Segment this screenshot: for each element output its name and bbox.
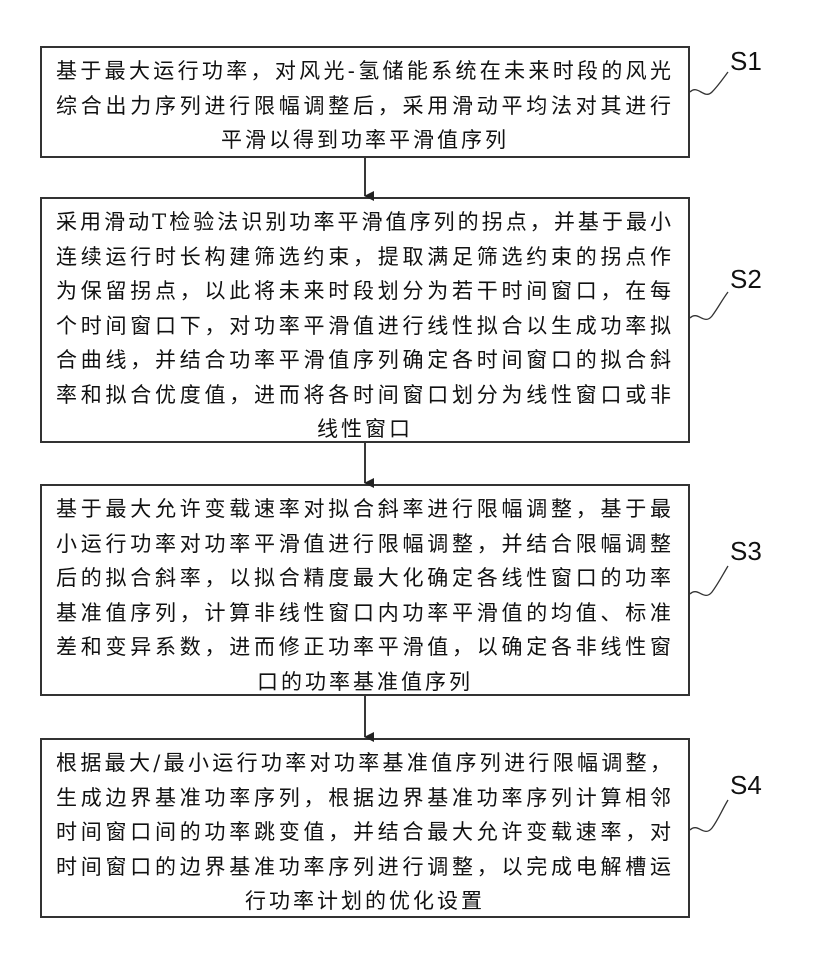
step-text-s1: 基于最大运行功率，对风光-氢储能系统在未来时段的风光综合出力序列进行限幅调整后，… — [56, 54, 674, 158]
leader-line-s3 — [690, 566, 728, 595]
step-text-s2: 采用滑动T检验法识别功率平滑值序列的拐点，并基于最小连续运行时长构建筛选约束，提… — [56, 205, 674, 447]
step-label-s2: S2 — [730, 264, 762, 295]
step-box-s4: 根据最大/最小运行功率对功率基准值序列进行限幅调整，生成边界基准功率序列，根据边… — [40, 738, 690, 918]
step-box-s3: 基于最大允许变载速率对拟合斜率进行限幅调整，基于最小运行功率对功率平滑值进行限幅… — [40, 484, 690, 696]
leader-line-s4 — [690, 800, 728, 831]
leader-line-s2 — [690, 292, 728, 319]
leader-line-s1 — [690, 72, 728, 94]
step-label-s1: S1 — [730, 46, 762, 77]
step-text-s4: 根据最大/最小运行功率对功率基准值序列进行限幅调整，生成边界基准功率序列，根据边… — [56, 746, 674, 919]
step-label-s3: S3 — [730, 536, 762, 567]
step-label-s4: S4 — [730, 770, 762, 801]
step-box-s2: 采用滑动T检验法识别功率平滑值序列的拐点，并基于最小连续运行时长构建筛选约束，提… — [40, 197, 690, 443]
step-box-s1: 基于最大运行功率，对风光-氢储能系统在未来时段的风光综合出力序列进行限幅调整后，… — [40, 46, 690, 158]
step-text-s3: 基于最大允许变载速率对拟合斜率进行限幅调整，基于最小运行功率对功率平滑值进行限幅… — [56, 492, 674, 699]
